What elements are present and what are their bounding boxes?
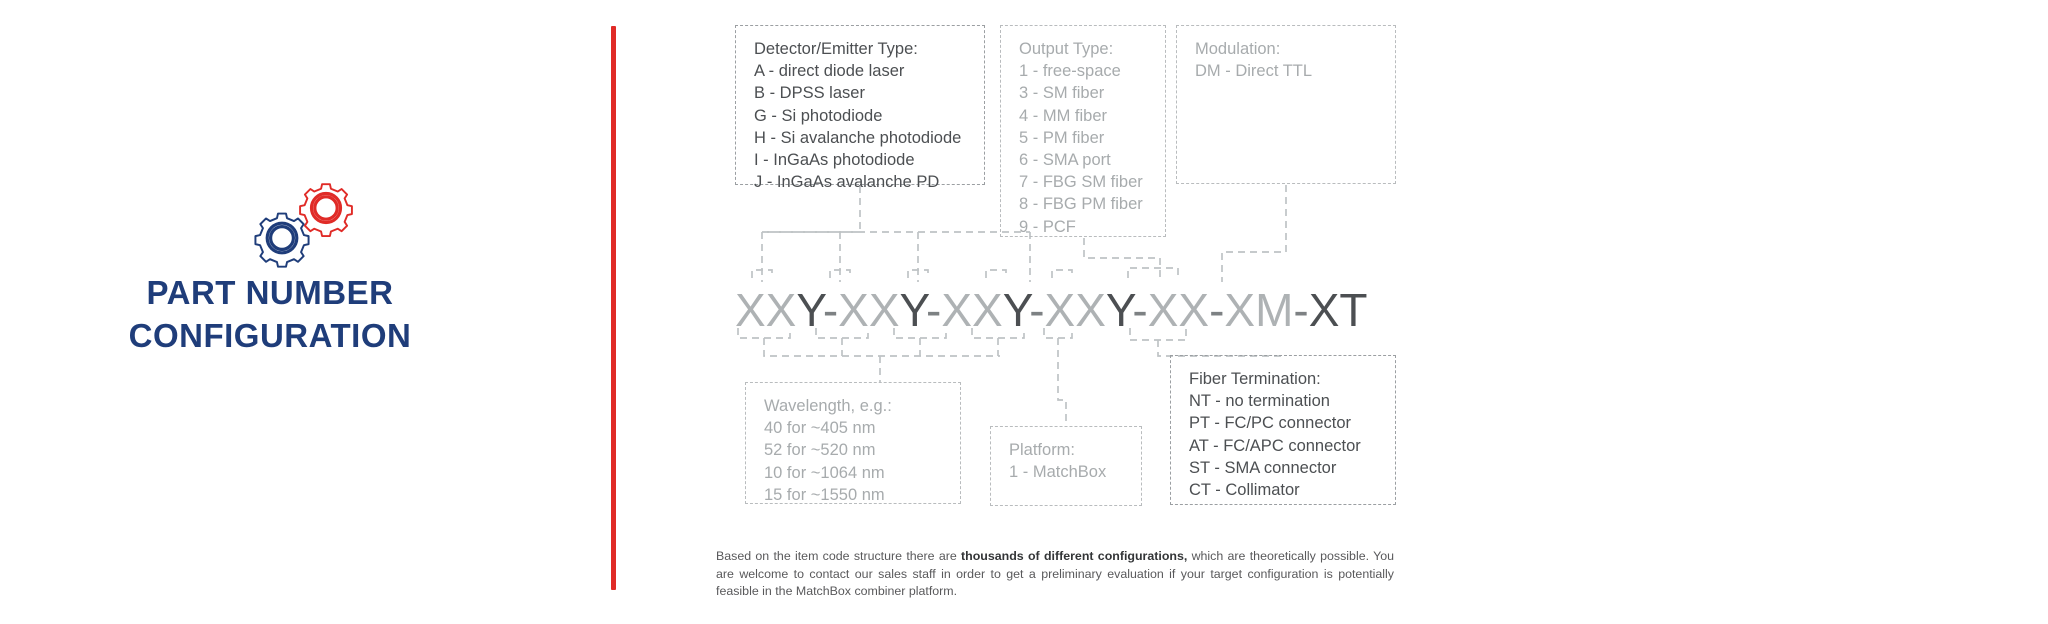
box-heading: Output Type:	[1019, 40, 1114, 58]
part-number-segment-15: -	[1293, 284, 1309, 336]
footnote-bold: thousands of different configurations,	[961, 549, 1188, 564]
box-wavelength: Wavelength, e.g.: 40 for ~405 nm 52 for …	[745, 382, 961, 504]
part-number-segment-7: Y	[1002, 284, 1030, 336]
box-line: B - DPSS laser	[754, 84, 865, 103]
box-line: CT - Collimator	[1189, 481, 1300, 500]
box-heading: Fiber Termination:	[1189, 370, 1321, 388]
box-line: 10 for ~1064 nm	[764, 463, 885, 482]
part-number-segment-6: XX	[941, 284, 1003, 336]
footnote-part-1: Based on the item code structure there a…	[716, 549, 962, 564]
part-number-segment-4: Y	[899, 284, 927, 336]
red-divider-bar	[611, 26, 616, 590]
footnote-part-2: which are theoretically possible. You ar…	[716, 549, 1395, 599]
box-line: J - InGaAs avalanche PD	[754, 173, 940, 192]
box-line: 1 - free-space	[1019, 62, 1121, 81]
box-heading: Wavelength, e.g.:	[764, 397, 892, 415]
box-output-type: Output Type: 1 - free-space 3 - SM fiber…	[1000, 25, 1166, 237]
box-line: 8 - FBG PM fiber	[1019, 195, 1143, 214]
part-number-segment-3: XX	[838, 284, 900, 336]
box-line: 4 - MM fiber	[1019, 106, 1108, 125]
box-fiber-termination: Fiber Termination: NT - no termination P…	[1170, 355, 1396, 505]
box-modulation: Modulation: DM - Direct TTL	[1176, 25, 1396, 184]
box-line: H - Si avalanche photodiode	[754, 128, 962, 147]
part-number-segment-5: -	[926, 284, 942, 336]
box-line: 5 - PM fiber	[1019, 128, 1105, 147]
box-line: AT - FC/APC connector	[1189, 436, 1361, 455]
footnote-paragraph: Based on the item code structure there a…	[716, 548, 1394, 601]
box-line: 7 - FBG SM fiber	[1019, 173, 1143, 192]
box-heading: Platform:	[1009, 441, 1076, 459]
page-title: PART NUMBER CONFIGURATION	[60, 272, 480, 358]
page-title-line-2: CONFIGURATION	[128, 316, 412, 354]
part-number-segment-11: -	[1132, 284, 1148, 336]
box-heading: Modulation:	[1195, 40, 1281, 58]
part-number-segment-10: Y	[1105, 284, 1133, 336]
part-number-segment-9: XX	[1044, 284, 1106, 336]
page-title-line-1: PART NUMBER	[146, 274, 394, 311]
box-line: G - Si photodiode	[754, 106, 883, 125]
box-line: 40 for ~405 nm	[764, 419, 876, 438]
left-panel: PART NUMBER CONFIGURATION	[0, 0, 600, 624]
part-number-segment-1: Y	[796, 284, 823, 336]
part-number-segment-13: -	[1209, 284, 1225, 336]
box-line: 3 - SM fiber	[1019, 84, 1105, 103]
part-number-segment-14: XM	[1224, 284, 1294, 336]
box-line: ST - SMA connector	[1189, 458, 1337, 477]
box-line: 15 for ~1550 nm	[764, 485, 885, 504]
two-gears-icon	[238, 168, 378, 283]
box-line: A - direct diode laser	[754, 62, 905, 81]
part-number-segment-16: XT	[1308, 284, 1368, 336]
box-platform: Platform: 1 - MatchBox	[990, 426, 1142, 506]
part-number-segment-8: -	[1029, 284, 1045, 336]
box-line: 1 - MatchBox	[1009, 463, 1107, 482]
box-line: 6 - SMA port	[1019, 151, 1111, 170]
box-line: NT - no termination	[1189, 392, 1330, 411]
box-line: 52 for ~520 nm	[764, 441, 876, 460]
box-line: 9 - PCF	[1019, 217, 1076, 236]
part-number-segment-12: XX	[1147, 284, 1210, 336]
box-line: DM - Direct TTL	[1195, 62, 1313, 81]
part-number-string: XXY-XXY-XXY-XXY-XX-XM-XT	[735, 283, 1368, 337]
part-number-segment-0: XX	[735, 284, 797, 336]
part-number-segment-2: -	[822, 284, 839, 336]
box-line: PT - FC/PC connector	[1189, 414, 1351, 433]
box-line: I - InGaAs photodiode	[754, 151, 915, 170]
box-detector-emitter-type: Detector/Emitter Type: A - direct diode …	[735, 25, 985, 191]
box-heading: Detector/Emitter Type:	[754, 40, 918, 58]
